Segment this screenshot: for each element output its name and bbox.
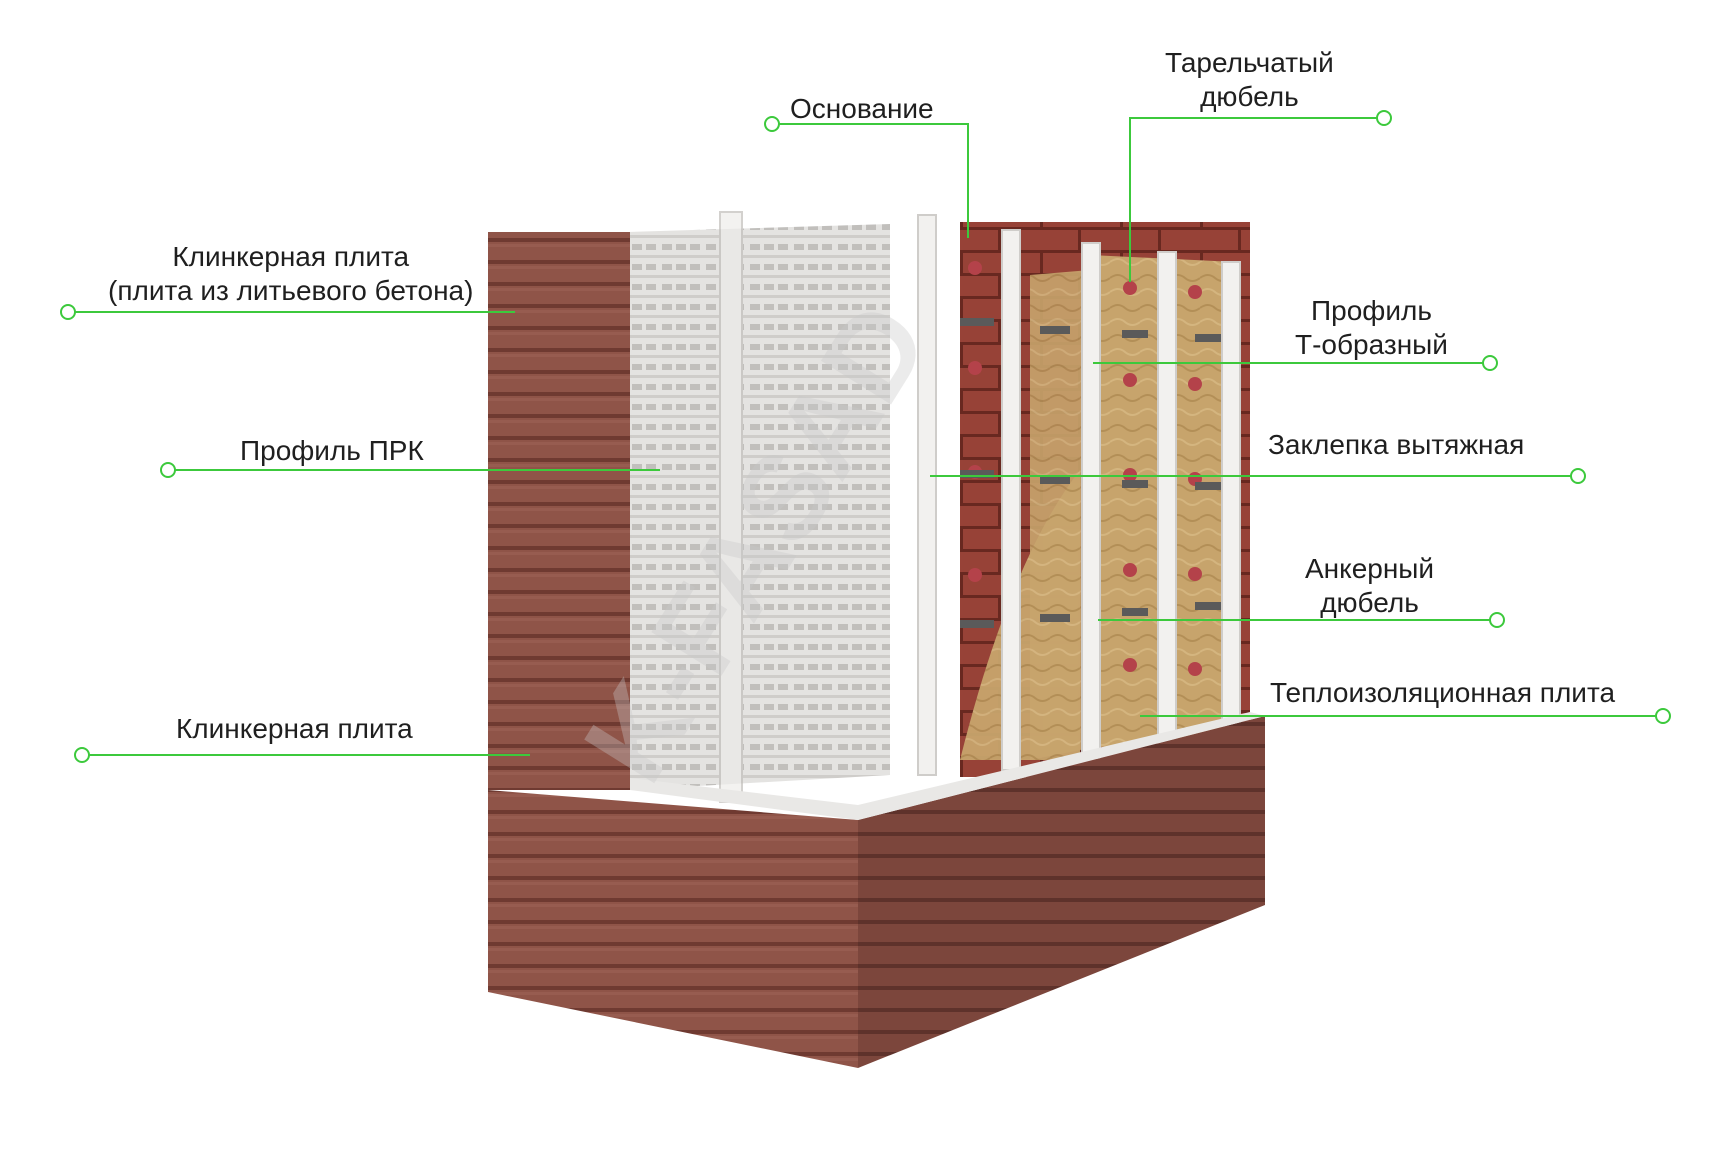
label-clinker-plate-top: Клинкерная плита (плита из литьевого бет… (108, 241, 474, 306)
label-clinker-plate-bottom: Клинкерная плита (176, 713, 413, 744)
label-umbrella-dowel: Тарельчатый дюбель (1165, 47, 1334, 112)
t-profiles (917, 214, 1241, 776)
label-rivet: Заклепка вытяжная (1268, 429, 1525, 460)
label-t-profile: Профиль Т-образный (1295, 295, 1448, 360)
clinker-plinth (488, 712, 1265, 1068)
label-anchor-dowel: Анкерный дюбель (1305, 553, 1435, 618)
label-osnovanie: Основание (790, 93, 934, 124)
prk-profile-panel (628, 211, 890, 803)
leader-lines (60, 110, 1671, 763)
label-prk-profile: Профиль ПРК (240, 435, 424, 466)
clinker-plate-facing (488, 232, 630, 790)
anchor-brackets (960, 318, 1221, 628)
label-insulation-plate: Теплоизоляционная плита (1270, 677, 1616, 708)
